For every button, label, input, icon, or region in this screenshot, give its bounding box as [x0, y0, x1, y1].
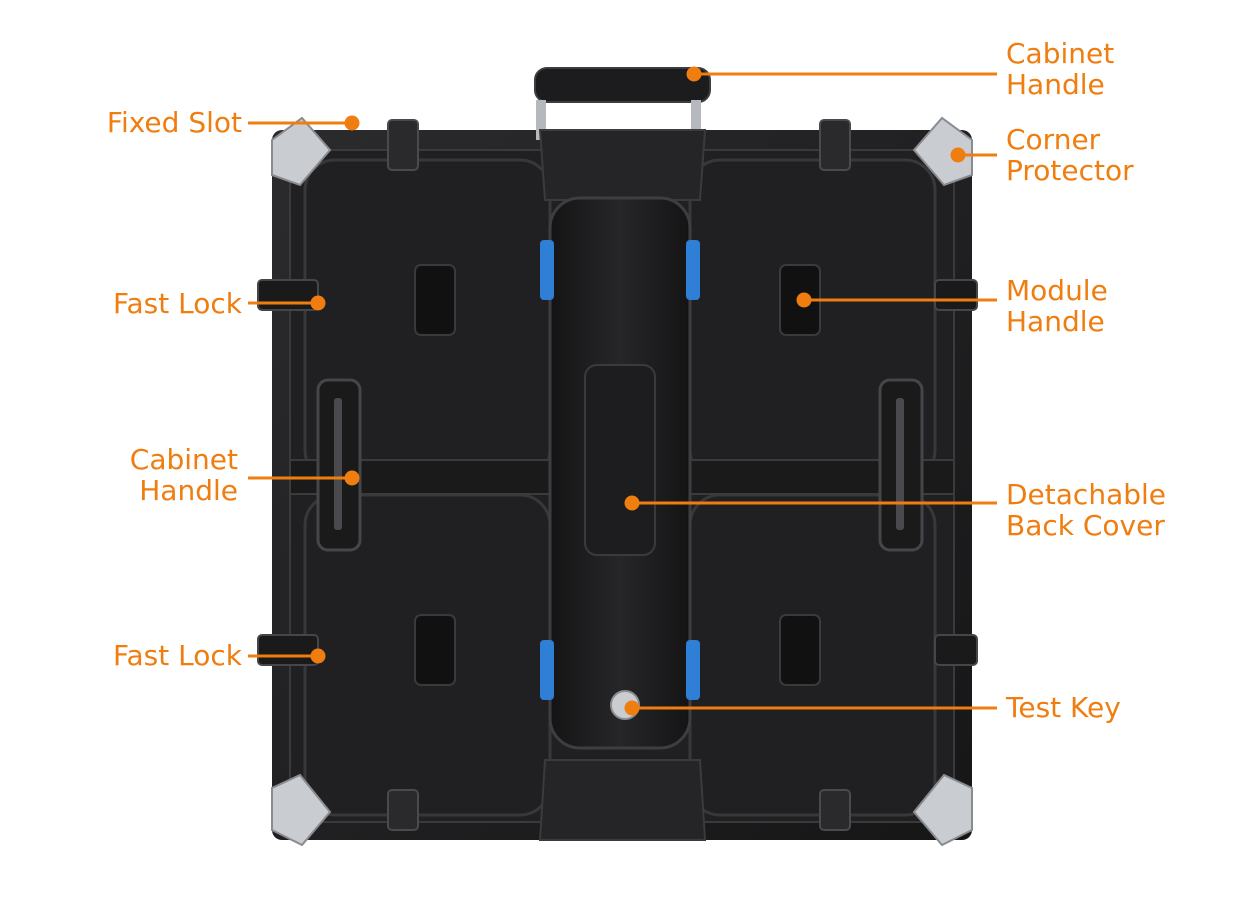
top-handle	[534, 67, 711, 140]
label-cabinet-handle-left: Cabinet Handle	[129, 443, 238, 507]
label-corner-protector: Corner Protector	[1006, 123, 1134, 187]
back-cover	[538, 129, 707, 841]
label-fixed-slot: Fixed Slot	[106, 106, 242, 139]
label-detachable-back-cover: Detachable Back Cover	[1006, 478, 1167, 542]
label-cabinet-handle-top: Cabinet Handle	[1006, 37, 1115, 101]
side-handles	[316, 378, 924, 552]
label-test-key: Test Key	[1006, 691, 1121, 724]
cable-blocks	[540, 240, 700, 700]
label-fast-lock-bottom: Fast Lock	[112, 639, 242, 672]
label-module-handle: Module Handle	[1006, 274, 1108, 338]
label-fast-lock-top: Fast Lock	[112, 287, 242, 320]
fixed-slots	[387, 119, 851, 831]
leader-lines	[248, 66, 997, 716]
corner-protectors	[271, 116, 973, 847]
module-handles	[414, 264, 821, 686]
